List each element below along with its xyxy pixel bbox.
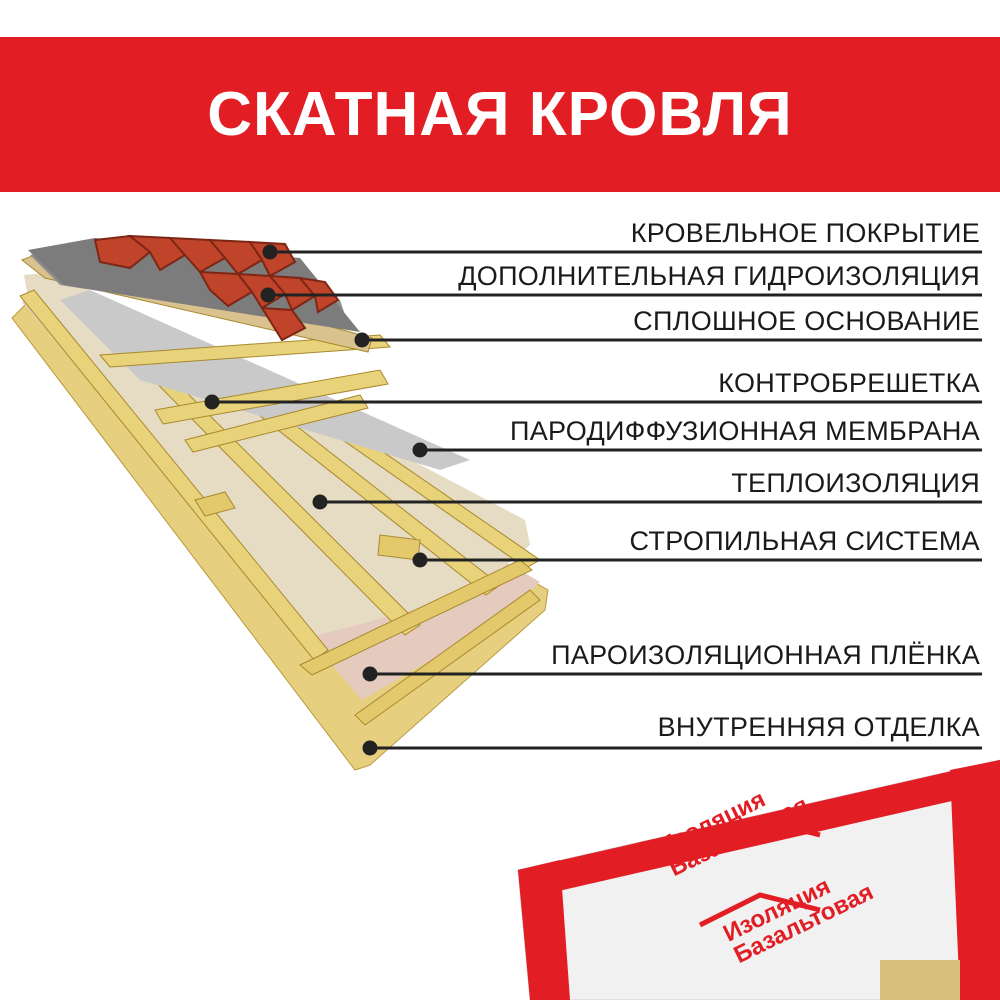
- label-interior-finish: ВНУТРЕННЯЯ ОТДЕЛКА: [657, 712, 980, 742]
- page-title: СКАТНАЯ КРОВЛЯ: [207, 80, 793, 149]
- label-roof-covering: КРОВЕЛЬНОЕ ПОКРЫТИЕ: [630, 218, 980, 248]
- label-extra-waterproofing: ДОПОЛНИТЕЛЬНАЯ ГИДРОИЗОЛЯЦИЯ: [458, 261, 980, 291]
- label-counter-batten: КОНТРОБРЕШЕТКА: [718, 368, 980, 398]
- lower-battens: [194, 491, 541, 726]
- product-package: [517, 759, 1000, 1000]
- label-vapour-film: ПАРОИЗОЛЯЦИОННАЯ ПЛЁНКА: [551, 640, 980, 670]
- label-rafter-system: СТРОПИЛЬНАЯ СИСТЕМА: [629, 526, 980, 556]
- diffusion-membrane-layer: [60, 290, 470, 470]
- label-thermal-insulation: ТЕПЛОИЗОЛЯЦИЯ: [731, 468, 980, 498]
- label-solid-base: СПЛОШНОЕ ОСНОВАНИЕ: [633, 306, 980, 336]
- leader-lines: [204, 244, 982, 756]
- header-banner: СКАТНАЯ КРОВЛЯ: [0, 37, 1000, 192]
- counter-battens: [98, 334, 392, 453]
- label-diffusion-membrane: ПАРОДИФФУЗИОННАЯ МЕМБРАНА: [510, 416, 980, 446]
